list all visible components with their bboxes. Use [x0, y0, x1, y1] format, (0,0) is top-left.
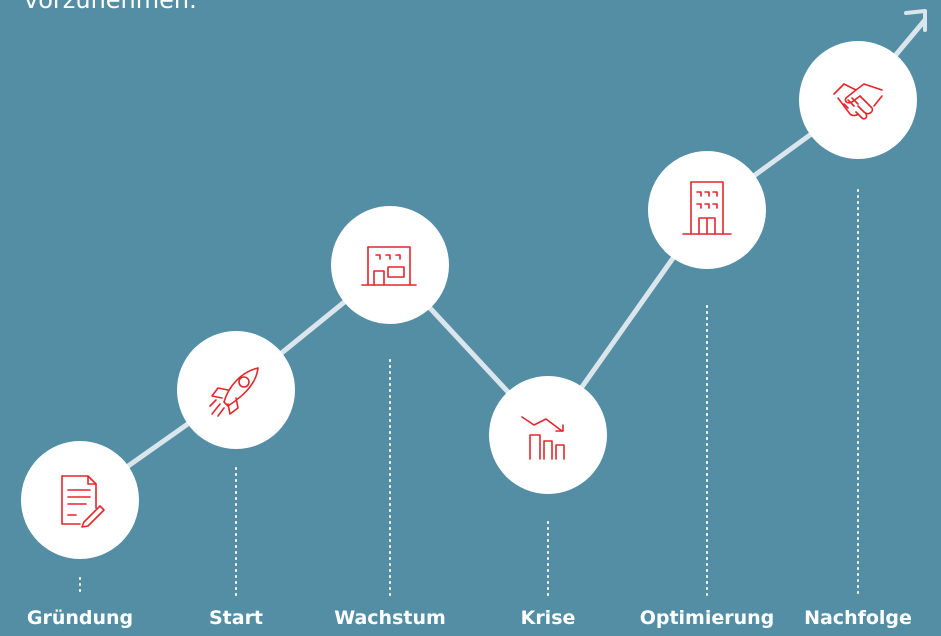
document-pen-icon: [61, 475, 105, 528]
stage-node-nachfolge: [799, 41, 917, 159]
stage-node-start: [177, 331, 295, 449]
shop-building-icon: [361, 246, 417, 286]
stage-label-krise: Krise: [520, 607, 576, 629]
stage-label-wachstum: Wachstum: [334, 607, 446, 629]
stage-label-nachfolge: Nachfolge: [804, 607, 912, 629]
stage-node-krise: [489, 376, 607, 494]
stage-label-gruendung: Gründung: [26, 607, 134, 629]
intro-text: vorzunehmen.: [24, 0, 197, 14]
rocket-icon: [209, 367, 259, 417]
office-building-icon: [682, 181, 732, 235]
stage-node-optimierung: [648, 151, 766, 269]
stage-node-gruendung: [21, 441, 139, 559]
handshake-icon: [833, 83, 883, 120]
declining-chart-icon: [521, 416, 565, 460]
stage-label-optimierung: Optimierung: [639, 607, 775, 629]
stage-node-wachstum: [331, 206, 449, 324]
arrow-head: [904, 9, 927, 32]
stage-label-start: Start: [208, 607, 264, 629]
